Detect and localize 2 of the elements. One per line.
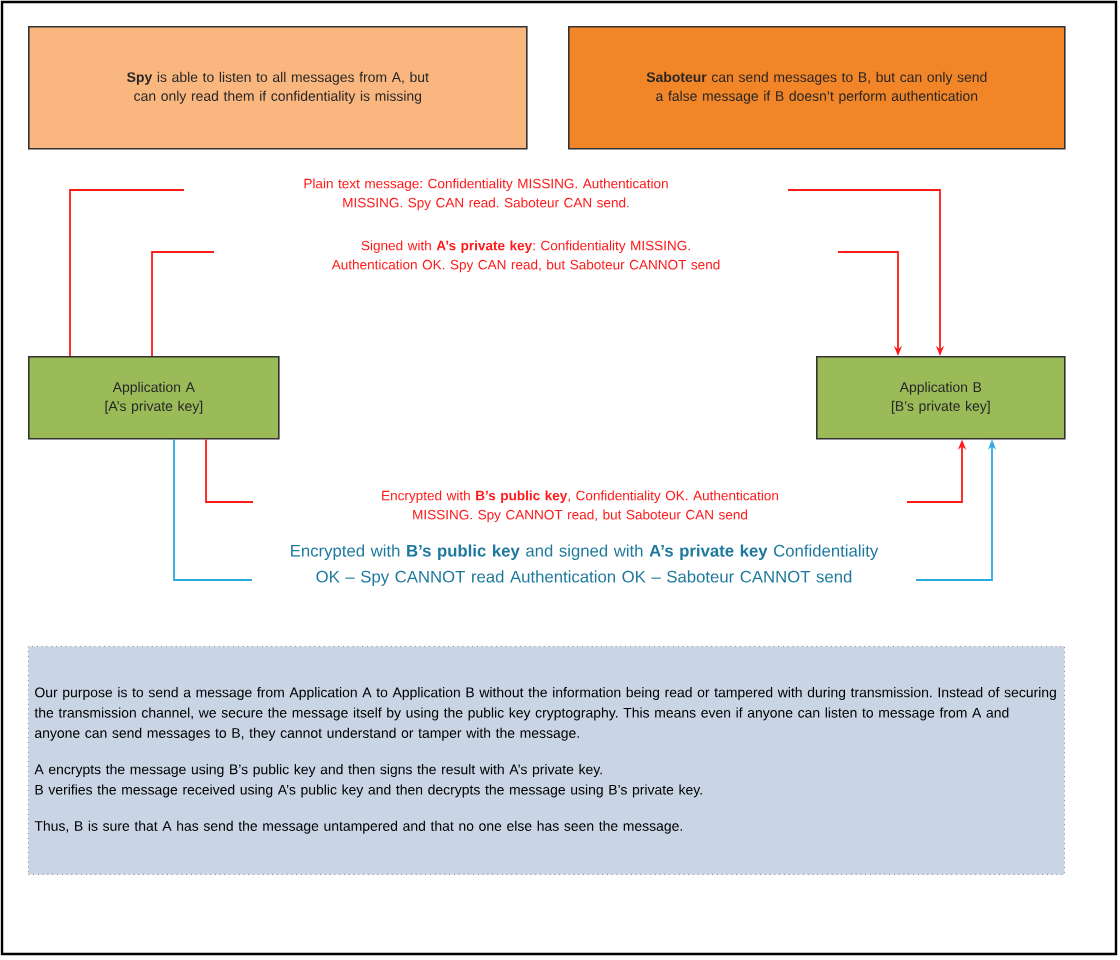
edge-label: Encrypted with B’s public key and signed with A’s private key Confidentiality OK – Spy CANNOT read Authentication OK – Saboteur CANNOT send <box>252 542 916 588</box>
text-panel <box>28 646 1065 875</box>
